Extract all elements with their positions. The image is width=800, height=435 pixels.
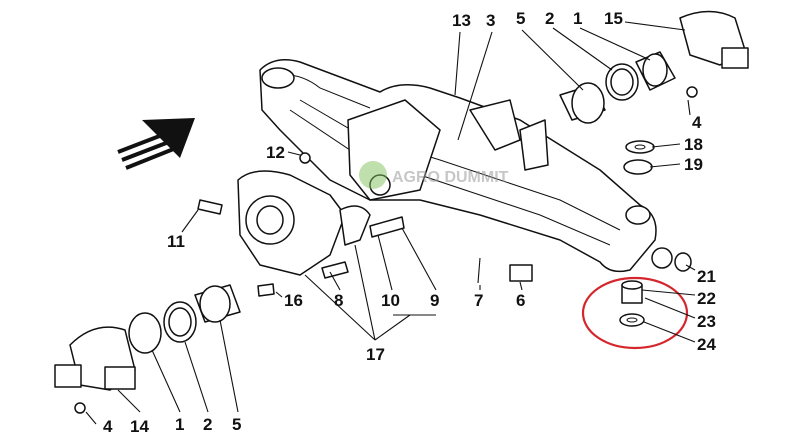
right-bearing-assembly (559, 10, 749, 124)
label-11: 11 (167, 232, 185, 251)
label-10: 10 (381, 291, 400, 310)
label-2: 2 (545, 9, 554, 28)
label-17: 17 (366, 345, 385, 364)
label-24: 24 (697, 335, 716, 354)
label-8: 8 (334, 291, 343, 310)
label-23: 23 (697, 312, 716, 331)
left-bearing-assembly (54, 284, 241, 414)
label-15: 15 (604, 9, 623, 28)
label-1-bottom: 1 (175, 415, 184, 434)
label-9: 9 (430, 291, 439, 310)
highlight-circle (581, 276, 689, 350)
watermark: AGRO DUMMIT (359, 161, 509, 189)
label-6: 6 (516, 291, 525, 310)
label-16: 16 (284, 291, 303, 310)
label-14: 14 (130, 417, 149, 435)
washers-18-19 (623, 140, 655, 175)
label-5: 5 (516, 9, 525, 28)
label-3: 3 (486, 11, 495, 30)
part-labels: 13 3 5 2 1 15 4 18 19 12 11 16 8 10 9 7 … (103, 9, 716, 435)
watermark-text: AGRO DUMMIT (392, 169, 509, 186)
label-13: 13 (452, 11, 471, 30)
axle-housing (259, 59, 657, 273)
label-4-bottom: 4 (103, 417, 113, 435)
label-21: 21 (697, 267, 716, 286)
label-4: 4 (692, 113, 702, 132)
direction-arrow-icon (117, 118, 195, 170)
label-18: 18 (684, 135, 703, 154)
label-7: 7 (474, 291, 483, 310)
label-22: 22 (697, 289, 716, 308)
leader-lines (85, 21, 696, 425)
label-2-bottom: 2 (203, 415, 212, 434)
right-small-parts (619, 247, 692, 327)
label-5-bottom: 5 (232, 415, 241, 434)
label-12: 12 (266, 143, 285, 162)
label-19: 19 (684, 155, 703, 174)
flange-carrier (237, 170, 371, 276)
label-1: 1 (573, 9, 582, 28)
fasteners (197, 152, 533, 297)
